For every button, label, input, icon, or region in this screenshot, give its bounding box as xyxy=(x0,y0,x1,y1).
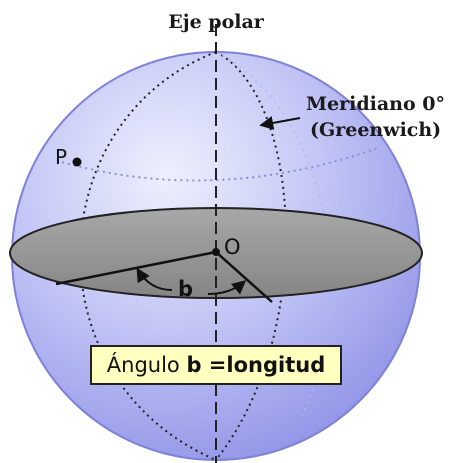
polar-axis-label: Eje polar xyxy=(168,11,265,33)
point-p-label: P xyxy=(55,145,67,169)
parallel-line xyxy=(61,147,379,182)
radius-p xyxy=(55,250,217,286)
meridian-sublabel: (Greenwich) xyxy=(310,119,441,141)
point-p xyxy=(72,157,82,167)
caption-box: Ángulo b =longitud xyxy=(90,345,342,385)
meridian-label: Meridiano 0° xyxy=(306,93,445,115)
radius-greenwich xyxy=(215,251,273,303)
center-point-o xyxy=(212,248,220,256)
caption-prefix: Ángulo xyxy=(106,353,187,377)
center-o-label: O xyxy=(224,235,241,259)
angle-arc-right xyxy=(207,280,247,295)
angle-b-label: b xyxy=(178,277,193,301)
caption-variable: b xyxy=(186,353,202,377)
meridian-pointer-arrow xyxy=(259,116,301,130)
caption-suffix: =longitud xyxy=(201,353,326,377)
angle-arc xyxy=(136,267,173,291)
